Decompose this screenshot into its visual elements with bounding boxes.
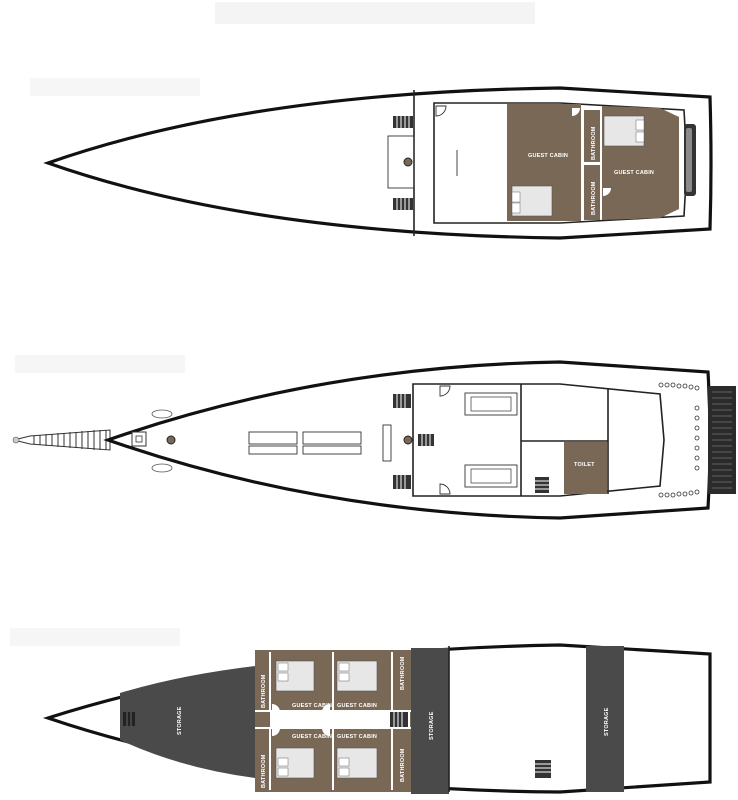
lower-bathroom-top-label: BATHROOM [261,674,267,708]
main-toilet [564,442,607,494]
main-deck: TOILET [12,360,736,520]
main-foremast [166,435,176,445]
upper-guest-cabin-2-label: GUEST CABIN [614,170,654,176]
lower-storage-aft-label: STORAGE [604,707,610,736]
main-portholes-top [658,382,700,391]
lower-bathroom-right-top-label: BATHROOM [400,656,406,690]
lower-guest-cabin-bl-label: GUEST CABIN [292,734,332,740]
lower-aft-stairs [535,760,551,778]
faint-title-mark [215,2,535,24]
main-bollard-bottom [151,463,173,473]
upper-mast-base [387,135,415,189]
main-door-top [439,385,451,397]
lower-storage-fore-label: STORAGE [177,706,183,735]
upper-mast [403,157,413,167]
upper-bathroom-1 [584,110,600,162]
lower-bathroom-right-bottom-label: BATHROOM [400,748,406,782]
faint-lower-deck-mark [10,628,180,646]
lower-door-3 [322,704,330,712]
lower-guest-cabin-tr-label: GUEST CABIN [337,703,377,709]
upper-bathroom-2-label: BATHROOM [591,181,597,215]
upper-door-left [435,105,447,117]
lower-door-1 [272,704,280,712]
upper-cabin-door-1 [572,108,580,116]
main-salon-stairs [418,434,434,446]
upper-bathroom-1-label: BATHROOM [591,126,597,160]
faint-main-deck-mark [15,355,185,373]
upper-bathroom-2 [584,165,600,220]
main-deckhouse [412,383,665,497]
lower-storage-fore [120,666,255,778]
main-galley-stairs [535,477,549,493]
lower-corridor-stairs [390,712,408,727]
lower-bathroom-bottom-label: BATHROOM [261,754,267,788]
lower-bed-bl [275,747,315,779]
main-swim-platform [708,386,736,494]
main-portholes-bottom [658,489,700,498]
lower-corridor [270,711,410,728]
faint-upper-deck-mark [30,78,200,96]
main-bowsprit [12,429,111,451]
lower-door-2 [272,728,280,736]
main-portholes-stern [694,405,700,471]
main-sunbeds [248,431,362,455]
upper-cabin-door-2 [603,188,611,196]
lower-bed-tl [275,660,315,692]
lower-bed-tr [336,660,378,692]
main-mast [403,435,413,445]
upper-guest-cabin-1-label: GUEST CABIN [528,153,568,159]
lower-fore-stairs [123,712,135,726]
lower-storage-aft [586,646,624,792]
lower-door-4 [322,728,330,736]
main-toilet-label: TOILET [574,462,595,468]
main-stairs-bottom [393,475,411,489]
upper-bed-1 [511,185,553,217]
lower-storage-mid [411,648,449,794]
upper-deck: GUEST CABIN BATHROOM BATHROOM GUEST CABI… [43,86,713,240]
upper-bed-2 [603,115,645,147]
main-door-bottom [439,483,451,495]
main-mast-rail [382,424,392,462]
lower-storage-mid-label: STORAGE [429,711,435,740]
upper-stairs-top [393,116,413,128]
lower-deck: STORAGE BATHROOM BATHROOM BATHROOM BATHR [42,643,712,794]
main-stairs-top [393,394,411,408]
upper-stairs-bottom [393,198,413,210]
lower-bed-br [336,747,378,779]
lower-guest-cabin-tl-label: GUEST CABIN [292,703,332,709]
lower-guest-cabin-br-label: GUEST CABIN [337,734,377,740]
main-bollard-top [151,409,173,419]
